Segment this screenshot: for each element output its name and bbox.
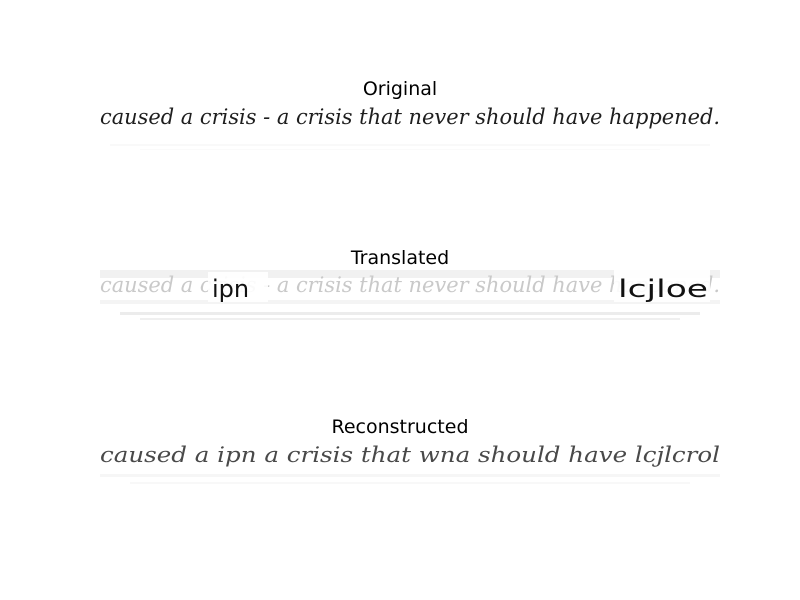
overlay-text-right: lcjloe — [618, 275, 708, 303]
panel-title-reconstructed: Reconstructed — [331, 416, 469, 438]
handwriting-image-original: caused a crisis - a crisis that never sh… — [100, 100, 720, 156]
handwriting-text-original: caused a crisis - a crisis that never sh… — [100, 105, 720, 129]
panel-title-translated: Translated — [350, 247, 450, 269]
panel-title-original: Original — [362, 78, 438, 100]
handwriting-image-reconstructed: caused a ipn a crisis that wna should ha… — [100, 438, 720, 494]
handwriting-text-reconstructed: caused a ipn a crisis that wna should ha… — [100, 443, 720, 467]
image-strip-translated: caused a crisis - a crisis that never sh… — [100, 270, 720, 326]
handwriting-image-translated: caused a crisis - a crisis that never sh… — [100, 270, 720, 326]
image-strip-original: caused a crisis - a crisis that never sh… — [100, 100, 720, 156]
image-strip-reconstructed: caused a ipn a crisis that wna should ha… — [100, 438, 720, 494]
overlay-text-left: ipn — [212, 275, 249, 303]
